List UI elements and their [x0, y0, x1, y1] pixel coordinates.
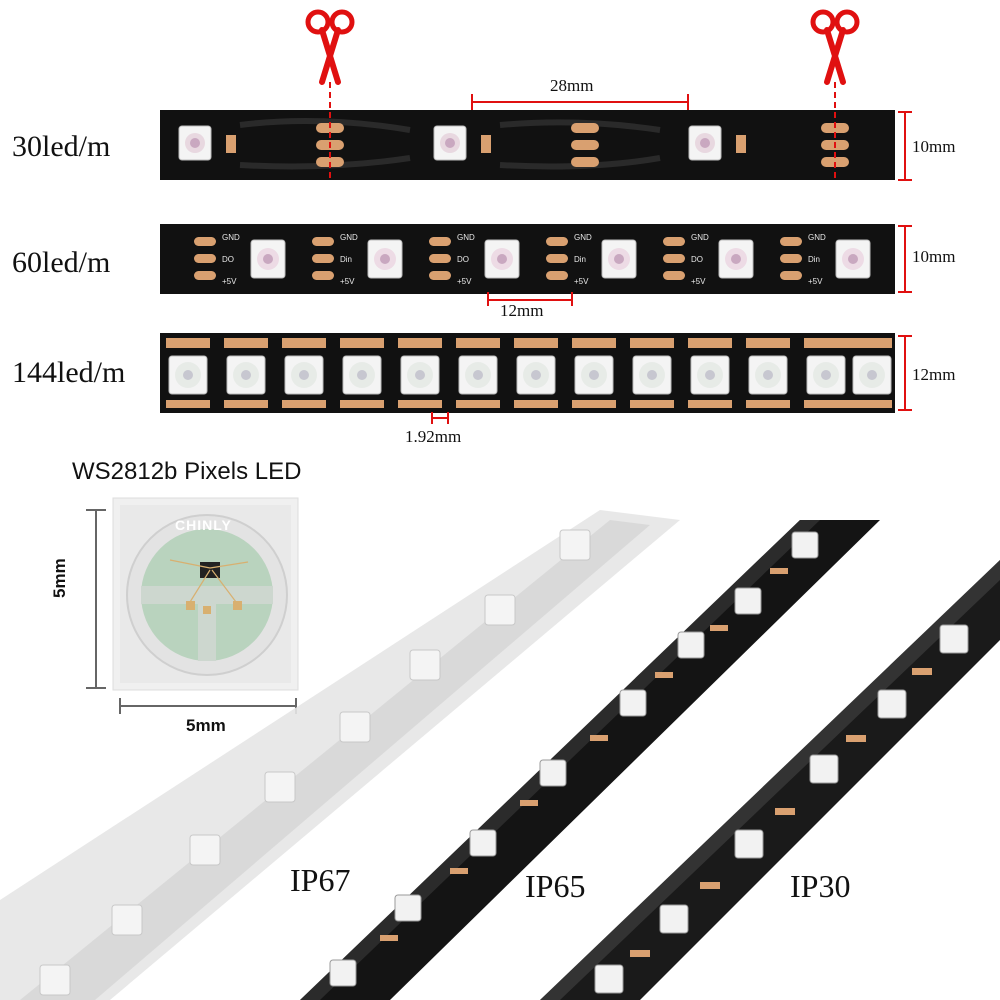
pixel-width-dimension [119, 698, 297, 714]
width-dimension-30 [898, 111, 912, 181]
pad-label: DO [691, 255, 703, 264]
pad-label: +5V [808, 277, 823, 286]
strip-label-60: 60led/m [12, 246, 111, 279]
pad-label: GND [340, 233, 358, 242]
spacing-label-144: 1.92mm [405, 427, 462, 446]
cut-marks [329, 82, 836, 182]
pad-label: DO [222, 255, 234, 264]
spacing-label-60: 12mm [500, 301, 544, 320]
pixel-width-label: 5mm [186, 716, 226, 735]
pixel-brand: CHINLY [175, 517, 232, 533]
width-label-60: 10mm [912, 247, 956, 266]
pixel-height-dimension [86, 509, 106, 689]
width-label-30: 10mm [912, 137, 956, 156]
strip-label-144: 144led/m [12, 356, 126, 389]
ip65-label: IP65 [525, 868, 586, 904]
spacing-dimension-60 [487, 292, 573, 306]
pixel-height-label: 5mm [50, 558, 69, 598]
pixel-closeup [112, 497, 299, 691]
strip-60: +5V GND DO +5V GND Din +5V GND DO +5V GND Din +5V GND… [160, 224, 895, 294]
width-dimension-60 [898, 225, 912, 293]
pad-label: +5V [340, 277, 355, 286]
pad-label: GND [222, 233, 240, 242]
pad-label: +5V [457, 277, 472, 286]
pad-label: Din [340, 255, 352, 264]
pad-label: GND [574, 233, 592, 242]
pad-label: +5V [222, 277, 237, 286]
pad-label: DO [457, 255, 469, 264]
pad-label: GND [691, 233, 709, 242]
strip-144 [160, 333, 895, 413]
strip-label-30: 30led/m [12, 130, 111, 163]
pad-label: GND [808, 233, 826, 242]
strip-ip67 [0, 510, 680, 1000]
pad-label: +5V [691, 277, 706, 286]
pad-label: Din [808, 255, 820, 264]
pixel-title: WS2812b Pixels LED [72, 458, 302, 485]
ip67-label: IP67 [290, 862, 351, 898]
strip-ip30 [540, 560, 1000, 1000]
width-label-144: 12mm [912, 365, 956, 384]
scissors-icon [810, 9, 860, 85]
ip30-label: IP30 [790, 868, 851, 904]
pad-label: Din [574, 255, 586, 264]
strip-ip65 [300, 520, 880, 1000]
spacing-dimension-30 [471, 94, 689, 110]
strip-30 [160, 110, 895, 180]
spacing-dimension-144 [431, 412, 449, 424]
spacing-label-30: 28mm [550, 76, 594, 95]
width-dimension-144 [898, 335, 912, 411]
scissors-icon [305, 9, 355, 85]
pad-label: +5V [574, 277, 589, 286]
pad-label: GND [457, 233, 475, 242]
